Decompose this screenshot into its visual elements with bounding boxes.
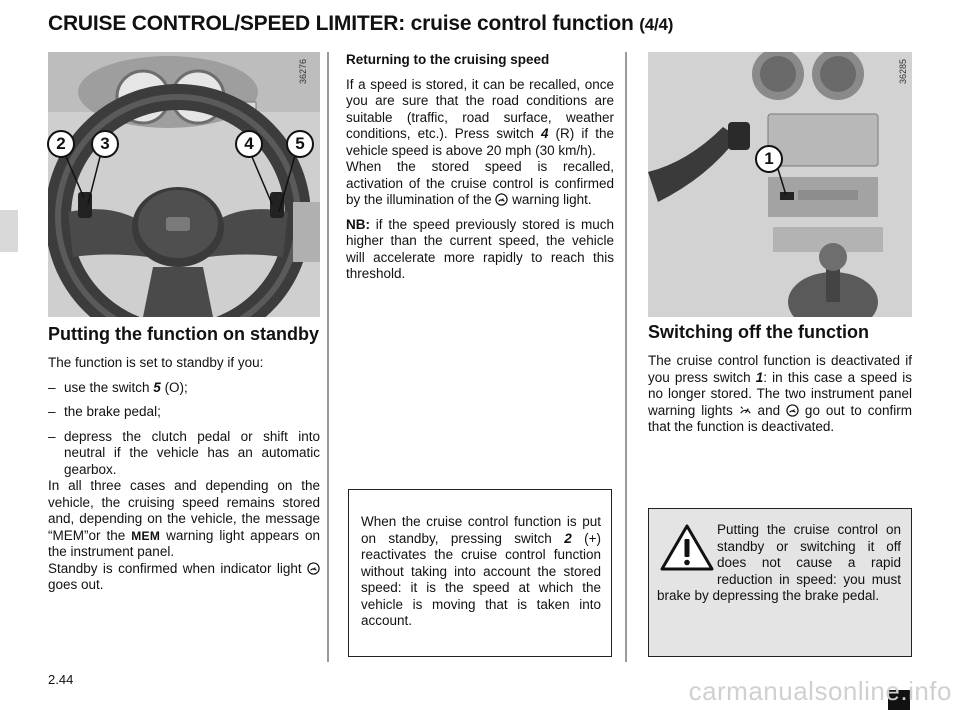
returning-paragraph-2: When the stored speed is recalled, activ… bbox=[346, 159, 614, 207]
cruise-warning-icon bbox=[495, 193, 509, 206]
column-divider-right bbox=[625, 52, 627, 662]
nb-label: NB: bbox=[346, 216, 370, 232]
title-suffix: (4/4) bbox=[639, 15, 674, 34]
page-title: CRUISE CONTROL/SPEED LIMITER: cruise con… bbox=[48, 12, 673, 36]
cruise-warning-icon bbox=[786, 403, 799, 417]
callout-2: 2 bbox=[47, 130, 75, 158]
dashboard-photo bbox=[648, 52, 912, 317]
switch-ref-4: 4 bbox=[540, 126, 549, 141]
callout-5: 5 bbox=[286, 130, 314, 158]
right-photo-ref: 36285 bbox=[898, 58, 908, 84]
standby-heading: Putting the function on standby bbox=[48, 324, 319, 344]
callout-3: 3 bbox=[91, 130, 119, 158]
switch-off-text: The cruise control function is deactivat… bbox=[648, 353, 912, 434]
callout-1: 1 bbox=[755, 145, 783, 173]
left-photo-ref: 36276 bbox=[298, 58, 308, 84]
switch-ref-1: 1 bbox=[755, 369, 764, 385]
column-divider-left bbox=[327, 52, 329, 662]
title-main: CRUISE CONTROL/SPEED LIMITER: cruise con… bbox=[48, 12, 634, 35]
switch-off-section: Switching off the function The cruise co… bbox=[648, 322, 912, 436]
standby-item: – use the switch 5 (O); bbox=[48, 379, 188, 395]
standby-paragraph-2: Standby is confirmed when indicator ligh… bbox=[48, 561, 320, 594]
standby-intro: The function is set to standby if you: bbox=[48, 355, 264, 370]
returning-paragraph-1: If a speed is stored, it can be recalled… bbox=[346, 76, 614, 158]
dashboard-illustration bbox=[648, 52, 912, 317]
section-tab bbox=[0, 210, 18, 252]
standby-section: Putting the function on standby The func… bbox=[48, 324, 320, 594]
returning-heading: Returning to the cruising speed bbox=[346, 52, 550, 67]
mem-label: MEM bbox=[131, 528, 161, 543]
switch-ref-2: 2 bbox=[564, 530, 572, 546]
warning-box: Putting the cruise control on standby or… bbox=[648, 508, 912, 657]
returning-nb: NB: if the speed previously stored is mu… bbox=[346, 216, 614, 282]
cruise-warning-icon bbox=[307, 561, 320, 575]
standby-item: – depress the clutch pedal or shift into… bbox=[48, 428, 320, 477]
page-number: 2.44 bbox=[48, 672, 74, 687]
standby-item: – the brake pedal; bbox=[48, 404, 161, 419]
steering-wheel-photo bbox=[48, 52, 320, 317]
standby-note-box: When the cruise control function is put … bbox=[348, 489, 612, 657]
switch-off-heading: Switching off the function bbox=[648, 322, 869, 342]
watermark: carmanualsonline.info bbox=[688, 676, 952, 706]
cruise-control-icon bbox=[739, 405, 751, 414]
standby-paragraph-1: In all three cases and depending on the … bbox=[48, 478, 320, 559]
callout-4: 4 bbox=[235, 130, 263, 158]
warning-triangle-icon bbox=[660, 524, 714, 571]
standby-note-text: When the cruise control function is put … bbox=[361, 514, 601, 628]
returning-section: Returning to the cruising speed If a spe… bbox=[346, 52, 614, 291]
switch-ref-5: 5 bbox=[153, 379, 161, 395]
steering-wheel-illustration bbox=[48, 52, 320, 317]
page-corner-mark bbox=[888, 690, 910, 710]
warning-text: Putting the cruise control on standby or… bbox=[657, 522, 901, 603]
